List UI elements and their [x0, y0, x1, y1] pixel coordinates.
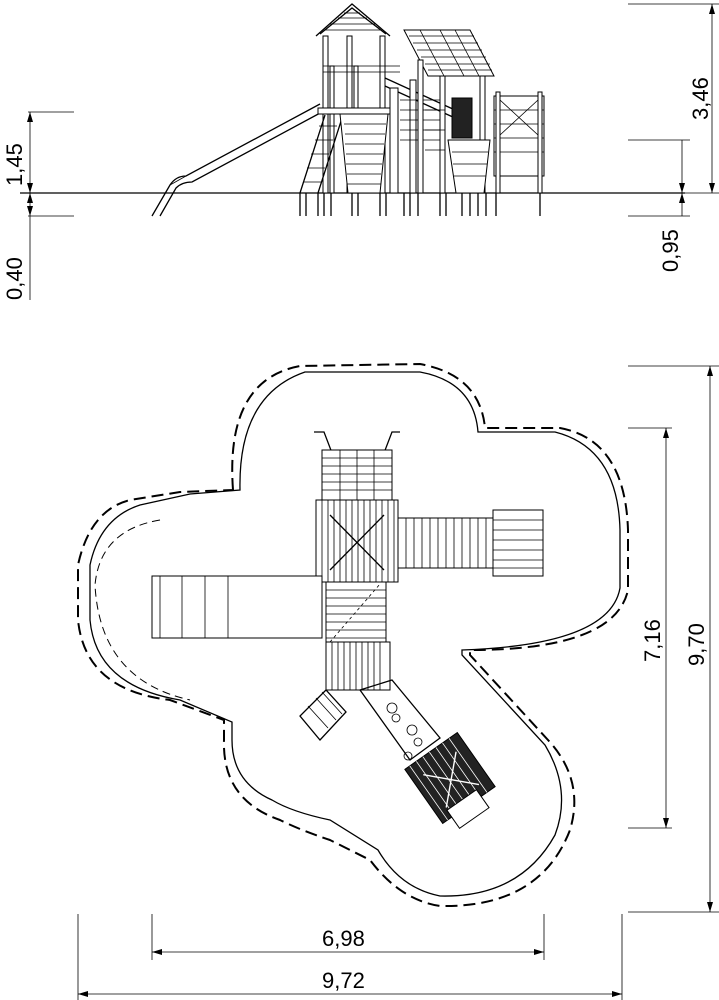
walkway-plan [325, 581, 387, 643]
second-tower-elevation [403, 29, 495, 194]
end-platform-elevation [493, 91, 545, 194]
dim-plan-total-depth: 9,70 [684, 623, 709, 666]
dim-total-height: 3,46 [688, 77, 713, 120]
slide-elevation [151, 103, 323, 217]
safety-zone-outer [77, 362, 629, 908]
safety-zone-inner [89, 371, 621, 897]
central-platform [315, 499, 399, 583]
dim-depth-below-ground: 0,40 [2, 257, 27, 300]
foundations-elevation [299, 193, 541, 216]
side-elevation: 1,45 0,40 3,46 0,95 [2, 3, 719, 300]
dim-height-above-ground: 1,45 [2, 143, 27, 186]
right-dimensions [628, 3, 719, 217]
plan-bottom-dimensions [77, 914, 623, 1000]
plan-right-dimensions [628, 365, 719, 913]
end-platform-plan [492, 509, 544, 577]
second-platform-plan [325, 641, 391, 691]
dim-plan-equipment-depth: 7,16 [640, 619, 665, 662]
slide-plan [151, 575, 323, 639]
tower-elevation [299, 3, 456, 194]
dim-plan-total-width: 9,72 [322, 968, 365, 993]
dim-foundation-depth: 0,95 [658, 229, 683, 272]
bridge-plan [397, 517, 494, 569]
dim-plan-equipment-width: 6,98 [322, 926, 365, 951]
left-dimensions [27, 111, 74, 300]
plan-view: 7,16 9,70 6,98 9,72 [77, 362, 719, 1000]
